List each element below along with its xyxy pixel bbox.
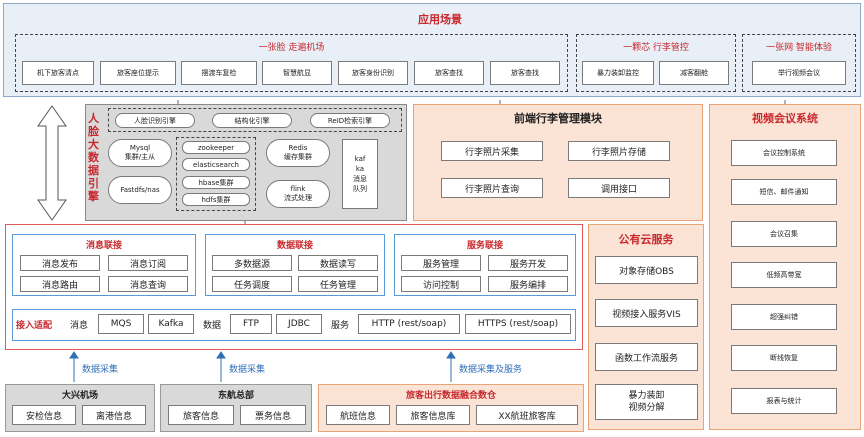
source-item: 旅客信息库 <box>396 405 470 425</box>
data-connect-title: 数据联接 <box>276 241 313 251</box>
flink: flink 流式处理 <box>266 180 330 208</box>
engine-item: 结构化引擎 <box>212 113 292 128</box>
scene-item: 旅客身份识别 <box>338 61 408 85</box>
fastdfs: Fastdfs/nas <box>108 176 172 204</box>
connect-item: 服务开发 <box>488 255 568 271</box>
source-item: 旅客信息 <box>168 405 234 425</box>
app-scene-title: 应用场景 <box>418 13 462 26</box>
connect-item: 消息发布 <box>20 255 100 271</box>
scene-item: 旅客查找 <box>490 61 560 85</box>
scene-item: 机下旅客清点 <box>22 61 94 85</box>
middle-item: elasticsearch <box>182 158 250 171</box>
cloud-item: 暴力装卸 视频分解 <box>595 384 698 420</box>
luggage-panel <box>413 104 703 221</box>
video-conf-item: 超强纠错 <box>731 304 837 330</box>
video-conf-item: 报表与统计 <box>731 388 837 414</box>
luggage-item: 行李照片采集 <box>441 141 543 161</box>
kafka-queue: kaf ka 消息 队列 <box>342 139 378 209</box>
scene-group-network <box>742 34 856 92</box>
engine-item: 人脸识别引擎 <box>115 113 195 128</box>
connect-item: 服务编排 <box>488 276 568 292</box>
adapter-service-label: 服务 <box>331 321 350 331</box>
connect-item: 服务管理 <box>401 255 481 271</box>
scene-item: 旅客座位提示 <box>100 61 176 85</box>
scene-item: 举行视频会议 <box>752 61 846 85</box>
adapter-row <box>12 309 576 341</box>
scene-item: 旅客查找 <box>414 61 484 85</box>
video-conf-item: 断线恢复 <box>731 345 837 371</box>
source-item: 离港信息 <box>82 405 146 425</box>
video-conf-item: 会议召集 <box>731 221 837 247</box>
connect-item: 任务调度 <box>212 276 292 292</box>
message-connect-title: 消息联接 <box>85 241 122 251</box>
connect-item: 多数据源 <box>212 255 292 271</box>
scene-group-face-title: 一张脸 走遍机场 <box>258 43 325 53</box>
scene-group-luggage <box>576 34 736 92</box>
middle-item: hbase集群 <box>182 176 250 189</box>
engine-item: ReID检索引擎 <box>310 113 390 128</box>
mysql-cluster: Mysql 集群/主从 <box>108 139 172 167</box>
adapter-item: HTTP (rest/soap) <box>358 314 460 334</box>
connect-item: 访问控制 <box>401 276 481 292</box>
scene-item: 减客翻舱 <box>659 61 729 85</box>
connect-item: 消息路由 <box>20 276 100 292</box>
connect-item: 任务管理 <box>298 276 378 292</box>
collect-label-1: 数据采集 <box>82 365 119 375</box>
scene-group-luggage-title: 一颗芯 行李管控 <box>623 43 689 53</box>
video-conf-title: 视频会议系统 <box>752 112 818 125</box>
double-arrow-icon <box>37 105 67 221</box>
adapter-item: HTTPS (rest/soap) <box>465 314 571 334</box>
adapter-item: Kafka <box>148 314 194 334</box>
source-item: 航班信息 <box>326 405 390 425</box>
public-cloud-title: 公有云服务 <box>618 233 674 246</box>
adapter-data-label: 数据 <box>203 321 222 331</box>
cloud-item: 对象存储OBS <box>595 256 698 284</box>
redis-cluster: Redis 缓存集群 <box>266 139 330 167</box>
adapter-message-label: 消息 <box>70 321 89 331</box>
connect-item: 数据读写 <box>298 255 378 271</box>
cloud-item: 函数工作流服务 <box>595 343 698 371</box>
scene-item: 智慧航显 <box>262 61 332 85</box>
scene-item: 暴力装卸监控 <box>582 61 654 85</box>
scene-item: 摆渡车复检 <box>181 61 257 85</box>
adapter-item: FTP <box>230 314 272 334</box>
adapter-item: JDBC <box>276 314 322 334</box>
service-connect-title: 服务联接 <box>466 241 503 251</box>
middle-item: zookeeper <box>182 141 250 154</box>
luggage-item: 调用接口 <box>568 178 670 198</box>
source-daxing-title: 大兴机场 <box>61 391 98 401</box>
video-conf-item: 低频高带宽 <box>731 262 837 288</box>
middle-item: hdfs集群 <box>182 193 250 206</box>
adapter-item: MQS <box>98 314 144 334</box>
collect-label-3: 数据采集及服务 <box>459 365 523 375</box>
engine-row <box>108 108 402 132</box>
source-item: 安检信息 <box>12 405 76 425</box>
luggage-item: 行李照片存储 <box>568 141 670 161</box>
connect-item: 消息订阅 <box>108 255 188 271</box>
source-item: 票务信息 <box>240 405 306 425</box>
message-connect-box <box>12 234 196 296</box>
luggage-item: 行李照片查询 <box>441 178 543 198</box>
luggage-title: 前端行李管理模块 <box>514 112 602 125</box>
data-connect-box <box>205 234 385 296</box>
collect-label-2: 数据采集 <box>229 365 266 375</box>
face-engine-label: 人脸大数据引擎 <box>88 112 99 203</box>
video-conf-item: 会议控制系统 <box>731 140 837 166</box>
cloud-item: 视频接入服务VIS <box>595 299 698 327</box>
adapter-label: 接入适配 <box>16 321 53 331</box>
source-fusion-title: 旅客出行数据融合数仓 <box>405 391 496 401</box>
source-donghang-title: 东航总部 <box>217 391 254 401</box>
scene-group-face <box>15 34 568 92</box>
source-item: XX航班旅客库 <box>476 405 578 425</box>
service-connect-box <box>394 234 576 296</box>
video-conf-item: 短信、邮件通知 <box>731 179 837 205</box>
scene-group-network-title: 一张网 智能体验 <box>766 43 832 53</box>
storage-column <box>176 137 256 211</box>
connect-item: 消息查询 <box>108 276 188 292</box>
